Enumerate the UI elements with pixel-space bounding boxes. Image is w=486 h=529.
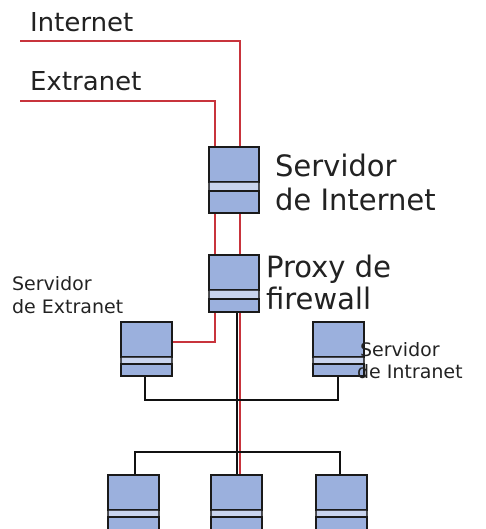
extranet-server-label-line1: Servidor bbox=[12, 273, 92, 295]
proxy-label-line1: Proxy de bbox=[266, 250, 391, 284]
lan-upper-bus bbox=[144, 376, 339, 401]
proxy-label-line2: firewall bbox=[266, 282, 371, 316]
extranet-link bbox=[20, 100, 216, 147]
internet-server-label-line1: Servidor bbox=[275, 149, 397, 183]
extranet-link-lower bbox=[172, 312, 216, 343]
extranet-server-label-line2: de Extranet bbox=[12, 296, 123, 318]
client-computer-icon bbox=[107, 474, 160, 529]
internet-label: Internet bbox=[30, 8, 133, 38]
extranet-server-computer-icon bbox=[120, 321, 173, 377]
extranet-label: Extranet bbox=[30, 67, 141, 97]
client-computer-icon bbox=[315, 474, 368, 529]
intranet-server-label-line1: Servidor bbox=[360, 339, 440, 361]
intranet-server-computer-icon bbox=[312, 321, 365, 377]
client-computer-icon bbox=[210, 474, 263, 529]
internet-server-label-line2: de Internet bbox=[275, 183, 436, 217]
intranet-server-label-line2: de Intranet bbox=[357, 361, 463, 383]
external-links bbox=[20, 40, 241, 508]
proxy-firewall-computer-icon bbox=[208, 254, 260, 313]
internet-server-computer-icon bbox=[208, 146, 260, 214]
internal-links bbox=[134, 312, 341, 475]
internet-link bbox=[20, 40, 241, 508]
